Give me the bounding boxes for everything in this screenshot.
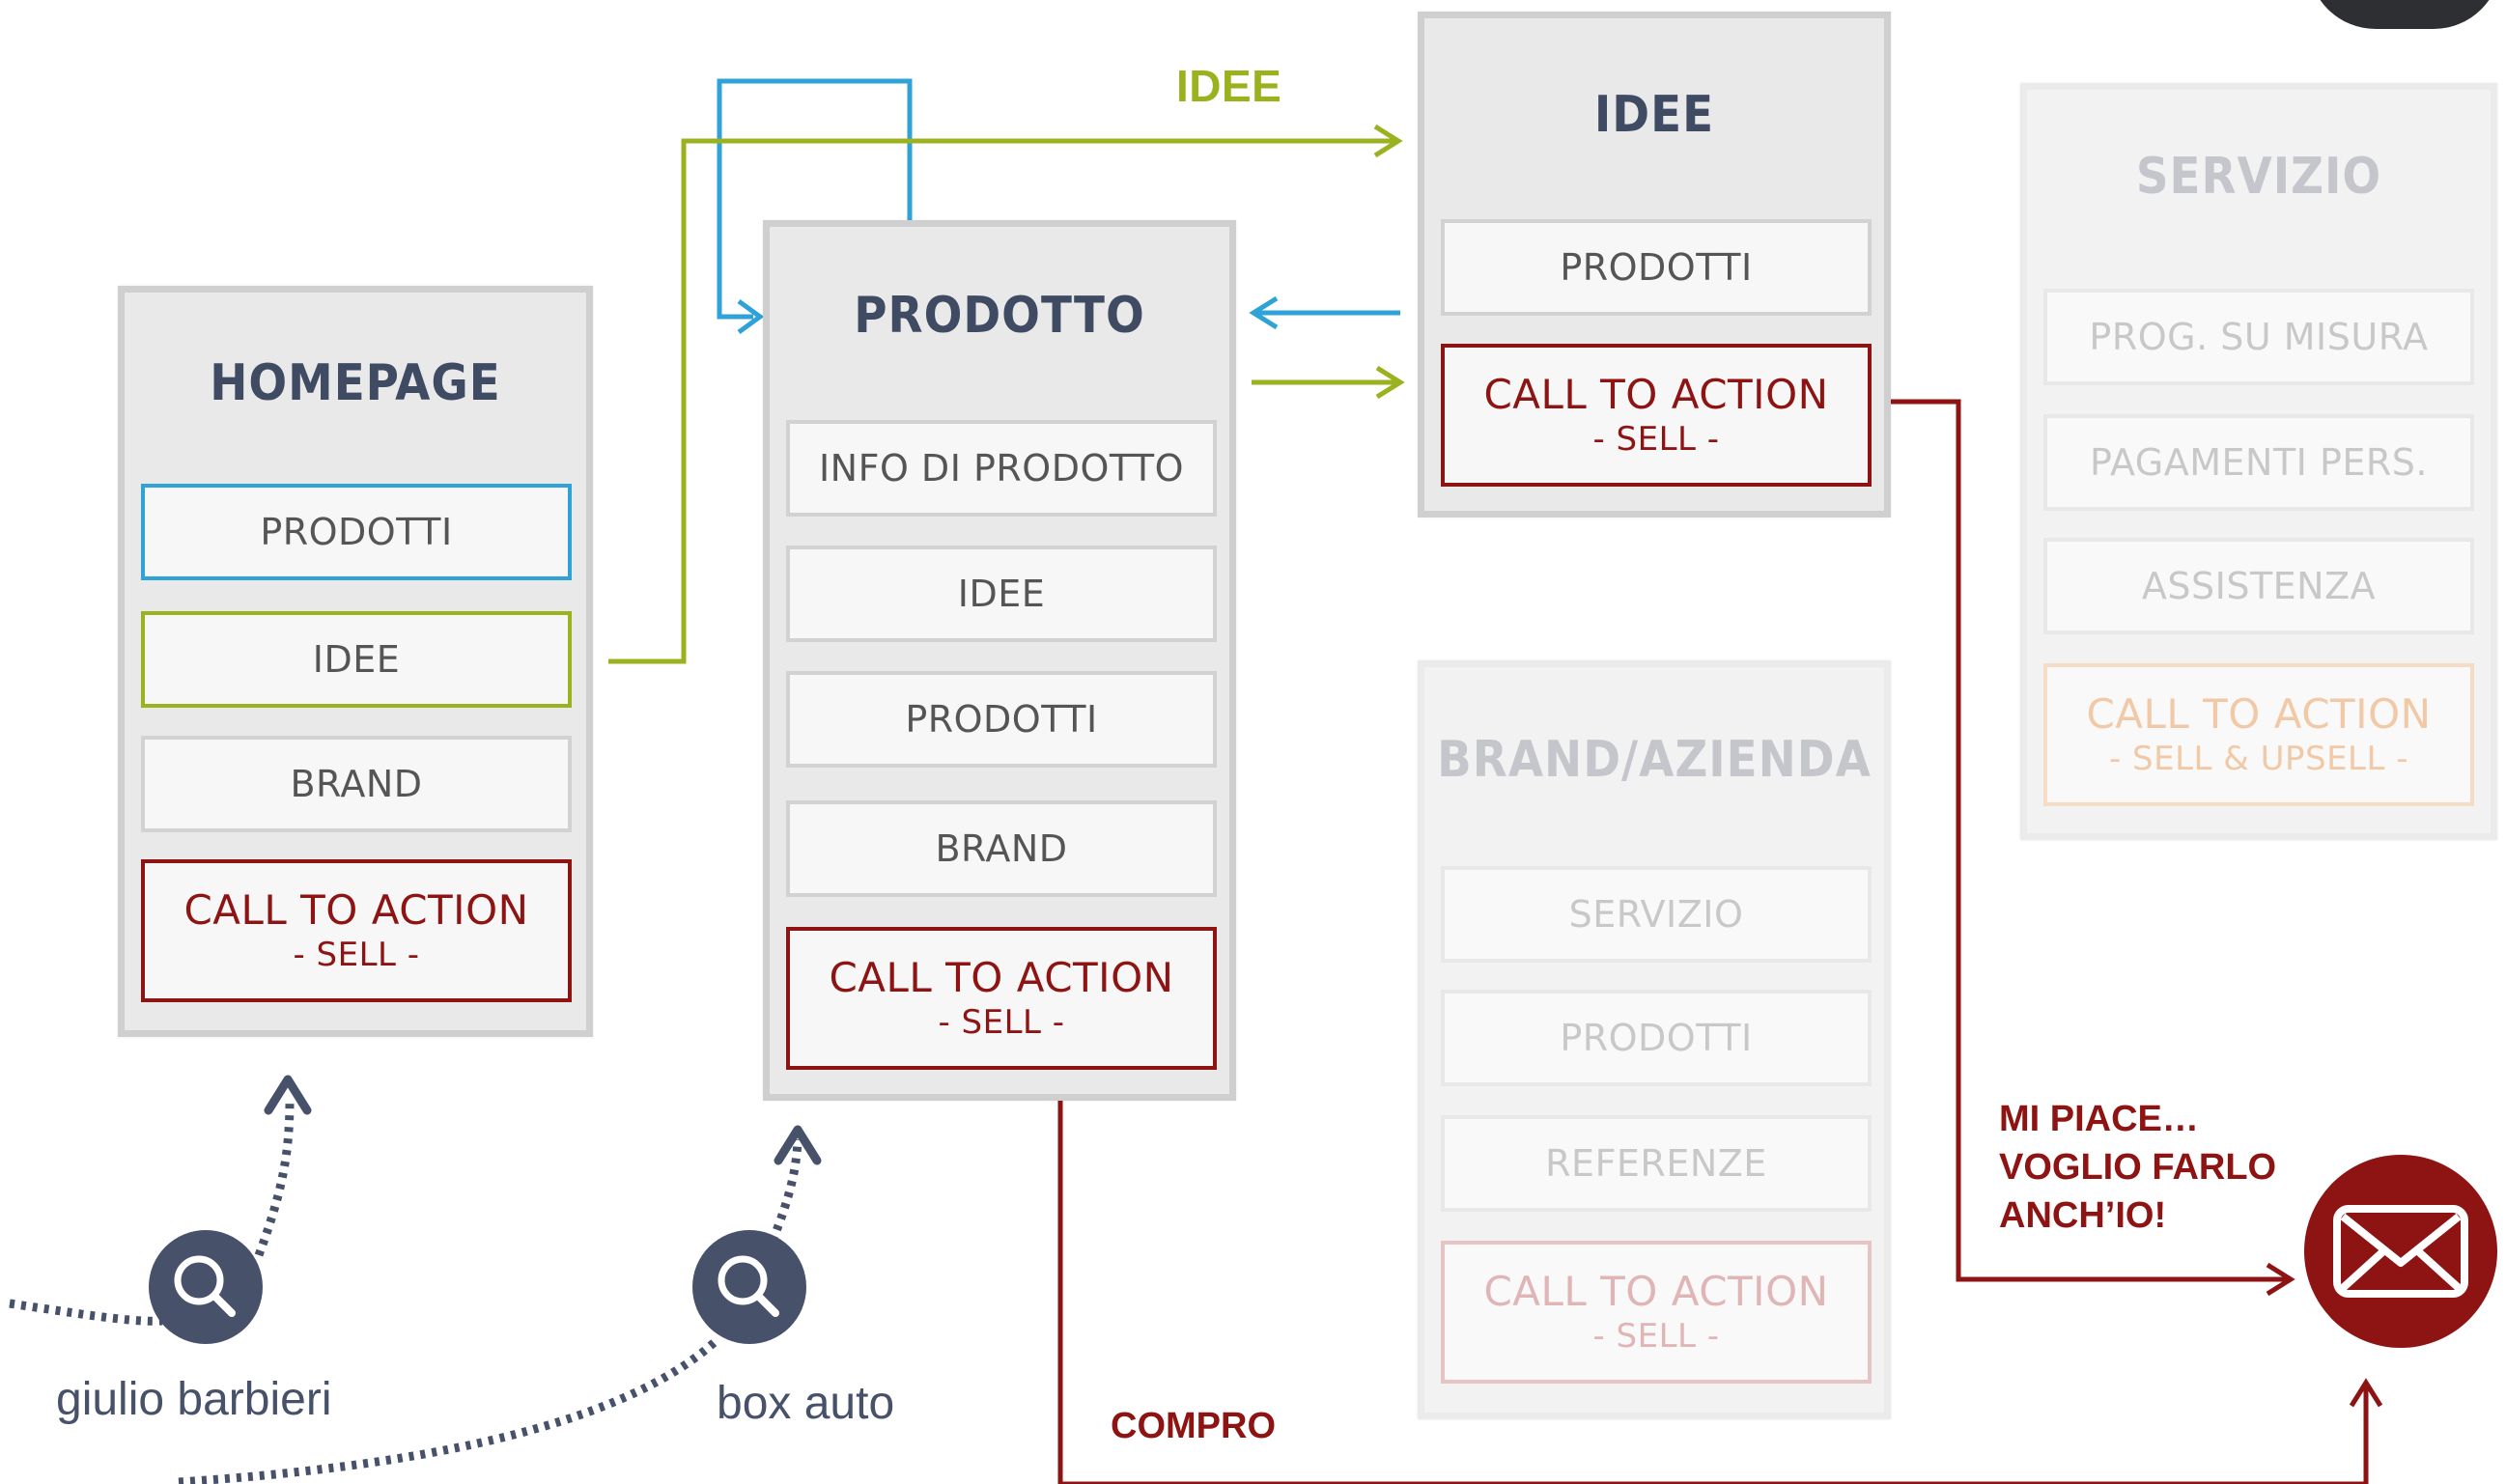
arrowhead-boxauto [774,1125,822,1165]
label-compro: COMPRO [1111,1406,1276,1446]
search-icon [718,1255,779,1317]
servizio-item-assistenza[interactable]: ASSISTENZA [2043,538,2474,634]
servizio-item-pagamenti[interactable]: PAGAMENTI PERS. [2043,414,2474,511]
brand-item-servizio[interactable]: SERVIZIO [1441,866,1872,963]
cta-label: CALL TO ACTION [1483,371,1829,419]
red-connector-compro [1057,1062,2369,1484]
label-mi-piace-line2: VOGLIO FARLO [1999,1147,2277,1188]
brand-item-referenze[interactable]: REFERENZE [1441,1115,1872,1212]
homepage-cta[interactable]: CALL TO ACTION - SELL - [141,859,572,1002]
idee-cta[interactable]: CALL TO ACTION - SELL - [1441,344,1872,487]
page-title: HOMEPAGE [210,354,501,412]
search-query-boxauto: box auto [717,1378,895,1429]
page-title: BRAND/AZIENDA [1437,731,1872,789]
page-title: SERVIZIO [2135,148,2382,206]
prodotto-item-idee[interactable]: IDEE [786,546,1217,642]
idee-item-prodotti[interactable]: PRODOTTI [1441,219,1872,316]
cta-label: CALL TO ACTION [829,954,1174,1002]
search-icon [174,1255,236,1317]
red-connector-mipiace [1868,399,2289,1282]
label-mi-piace-line1: MI PIACE… [1999,1099,2199,1139]
page-prodotto: PRODOTTO INFO DI PRODOTTO IDEE PRODOTTI … [763,220,1236,1101]
blue-arrowhead [737,298,765,335]
blue-back-arrowhead [1249,295,1279,330]
dotted-path-boxauto-up [768,1138,802,1243]
cta-label: CALL TO ACTION [183,886,529,935]
servizio-cta[interactable]: CALL TO ACTION - SELL & UPSELL - [2043,663,2474,806]
homepage-item-prodotti[interactable]: PRODOTTI [141,484,572,580]
label-idee: IDEE [1176,61,1282,111]
prodotto-item-brand[interactable]: BRAND [786,800,1217,897]
page-title: IDEE [1593,86,1715,144]
page-homepage: HOMEPAGE PRODOTTI IDEE BRAND CALL TO ACT… [118,286,593,1037]
servizio-item-prog[interactable]: PROG. SU MISURA [2043,289,2474,385]
brand-cta[interactable]: CALL TO ACTION - SELL - [1441,1241,1872,1384]
green-connector [608,138,1395,664]
dotted-path-boxauto [178,1338,718,1484]
page-brand: BRAND/AZIENDA SERVIZIO PRODOTTI REFERENZ… [1418,660,1891,1419]
red-arrowhead-compro [2349,1378,2383,1408]
brand-item-prodotti[interactable]: PRODOTTI [1441,990,1872,1086]
prodotto-item-info[interactable]: INFO DI PRODOTTO [786,420,1217,517]
mail-bubble[interactable] [2304,1155,2497,1348]
page-servizio: SERVIZIO PROG. SU MISURA PAGAMENTI PERS.… [2020,83,2497,840]
cta-sublabel: - SELL - [1592,1316,1720,1356]
mail-icon [2333,1205,2468,1298]
arrowhead-giulio [264,1075,312,1115]
label-mi-piace: MI PIACE… VOGLIO FARLO ANCH’IO! [1999,1095,2276,1240]
cta-label: CALL TO ACTION [1483,1268,1829,1316]
red-arrowhead-mipiace [2266,1262,2295,1297]
search-bubble-boxauto[interactable] [692,1230,806,1344]
dotted-path-giulio-up [254,1100,295,1257]
page-idee: IDEE PRODOTTI CALL TO ACTION - SELL - [1418,12,1891,518]
cta-sublabel: - SELL - [1592,419,1720,459]
homepage-item-brand[interactable]: BRAND [141,736,572,832]
cta-sublabel: - SELL & UPSELL - [2108,739,2409,778]
search-query-giulio: giulio barbieri [56,1374,332,1425]
search-bubble-giulio[interactable] [149,1230,263,1344]
green-arrowhead-top [1373,124,1403,158]
page-title: PRODOTTO [854,287,1145,345]
prodotto-item-prodotti[interactable]: PRODOTTI [786,671,1217,768]
label-mi-piace-line3: ANCH’IO! [1999,1195,2167,1236]
prodotto-cta[interactable]: CALL TO ACTION - SELL - [786,927,1217,1070]
cta-sublabel: - SELL - [938,1002,1065,1042]
cta-label: CALL TO ACTION [2086,690,2432,739]
cta-sublabel: - SELL - [293,935,420,974]
dotted-path-giulio [9,1299,163,1326]
homepage-item-idee[interactable]: IDEE [141,611,572,708]
green-forward-arrowhead [1375,365,1405,400]
blue-connector [717,78,913,320]
